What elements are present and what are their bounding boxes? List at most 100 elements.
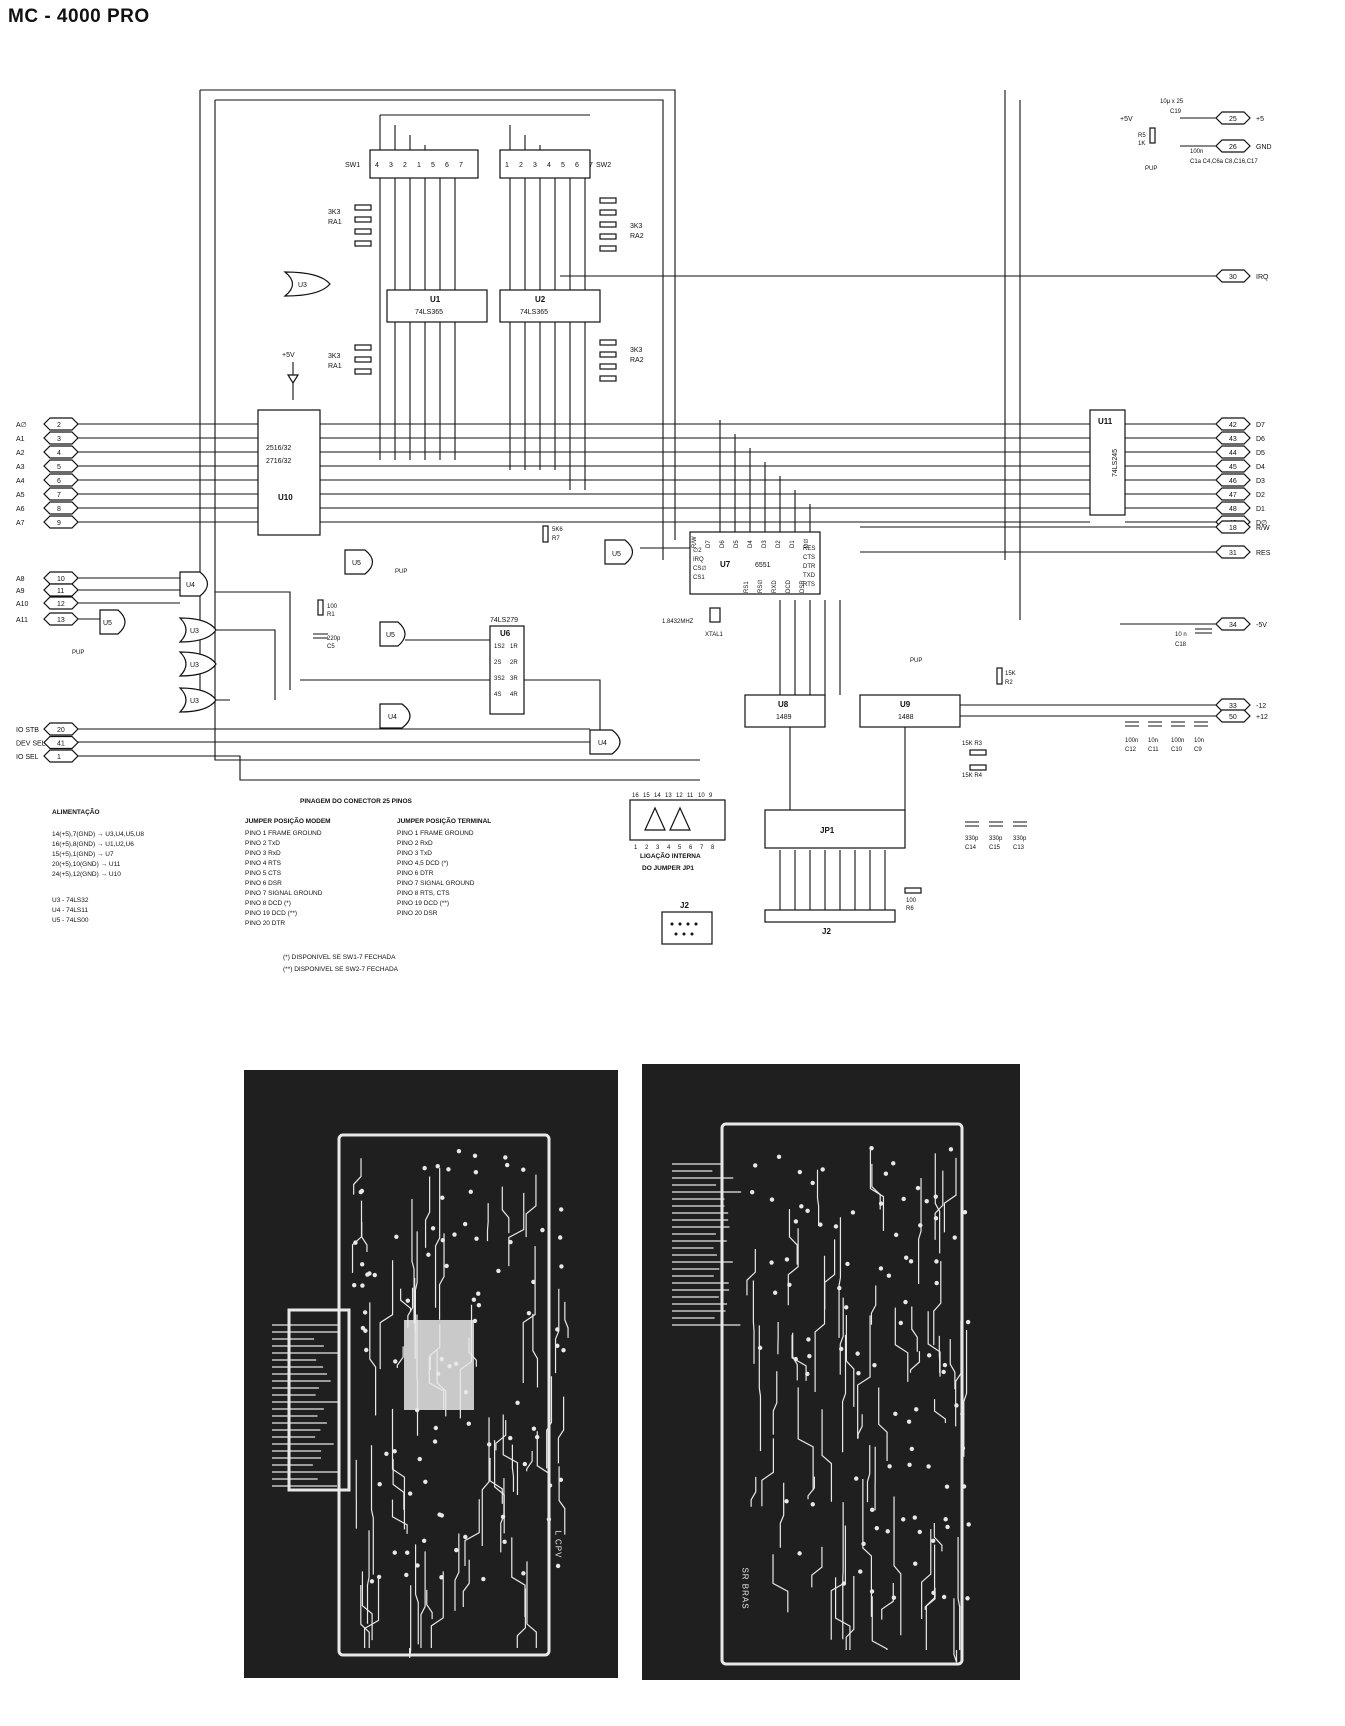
signal-34: 34-5V <box>1215 617 1267 631</box>
pcb-left-traces-pad-24 <box>546 1517 552 1522</box>
svg-text:100n: 100n <box>1190 149 1203 155</box>
alim-lines-line-4: 24(+5),12(GND) → U10 <box>52 871 121 878</box>
sw2-pins-pin-0: 1 <box>505 162 509 169</box>
jumper-jp1: JP1 <box>764 809 906 849</box>
pcb-right-traces-pad-10 <box>965 1319 971 1325</box>
pcb-right-traces-trace-39 <box>758 1325 762 1452</box>
pcb-component-traces <box>272 1133 569 1658</box>
data-output-5-label: D2 <box>1256 492 1265 499</box>
pcb-left-traces-trace-24 <box>414 1544 419 1645</box>
svg-text:74LS365: 74LS365 <box>415 309 443 316</box>
signal-31-pin: 31 <box>1229 550 1237 557</box>
sw1-pins-pin-0: 4 <box>375 162 379 169</box>
data-output-6-label: D1 <box>1256 506 1265 513</box>
chip-types-line-0: U3 - 74LS32 <box>52 897 89 904</box>
pcb-left-traces-trace-3 <box>481 1417 490 1547</box>
address-input-6: 8A6 <box>16 501 79 515</box>
svg-text:RA1: RA1 <box>328 219 342 226</box>
control-input-2-shape <box>43 749 79 763</box>
svg-text:U4: U4 <box>598 740 607 747</box>
pcb-left-traces-pad-56 <box>384 1451 389 1456</box>
pcb-right-traces-trace-58 <box>746 1248 756 1296</box>
pcb-left-traces-trace-59 <box>369 1302 377 1416</box>
alim-lines-line-3: 20(+5),10(GND) → U11 <box>52 861 121 868</box>
pcb-right-traces-trace-36 <box>824 1239 836 1310</box>
pcb-left-traces-pad-32 <box>405 1550 410 1555</box>
cap-bottom-val-3: 10n <box>1194 738 1204 744</box>
pcb-right-traces-pad-77 <box>872 1362 877 1368</box>
pcb-left-traces-pad-27 <box>522 1461 528 1467</box>
address-input-4: 6A4 <box>16 473 79 487</box>
data-output-1-shape <box>1215 431 1251 445</box>
pcb-right-traces-pad-16 <box>917 1529 922 1535</box>
terminal-lines-line-7: PINO 19 DCD (**) <box>397 900 450 907</box>
pcb-left-traces-trace-34 <box>546 1376 553 1469</box>
gate-u5-c: U5 <box>379 621 406 647</box>
address-input-1: 3A1 <box>16 431 79 445</box>
address-input-7-shape <box>43 515 79 529</box>
modem-header: JUMPER POSIÇÃO MODEM <box>245 818 331 825</box>
svg-text:U4: U4 <box>186 582 195 589</box>
pcb-left-traces-pad-62 <box>561 1348 566 1353</box>
footnote-2: (**) DISPONIVEL SE SW2-7 FECHADA <box>283 966 398 973</box>
signal-34-pin: 34 <box>1229 622 1237 629</box>
address-high-input-3-label: A11 <box>16 617 28 624</box>
pcb-left-traces-trace-36 <box>526 1450 533 1472</box>
pcb-right-traces-trace-10 <box>779 1482 785 1548</box>
u7-pin-bottom-1: RS∅ <box>757 579 764 593</box>
pcb-right-traces-trace-13 <box>943 1157 957 1233</box>
address-input-7-label: A7 <box>16 520 25 527</box>
address-input-3-shape <box>43 459 79 473</box>
pcb-left-traces-trace-26 <box>353 1158 362 1195</box>
signal-50-pin: 50 <box>1229 714 1237 721</box>
address-high-input-0-pin: 10 <box>57 576 65 583</box>
pcb-left-traces-trace-52 <box>420 1551 426 1648</box>
svg-text:1K: 1K <box>1138 141 1145 147</box>
u7-pin-bottom-2: RXD <box>772 580 778 593</box>
svg-text:U7: U7 <box>720 560 731 569</box>
pcb-right-traces-pad-60 <box>858 1569 863 1574</box>
cap-bottom-ref-0: C12 <box>1125 747 1137 753</box>
pcb-left-traces-pad-66 <box>504 1162 510 1168</box>
pcb-right-traces-trace-20 <box>857 1315 871 1439</box>
signal-34-shape <box>1215 617 1251 631</box>
data-output-4-pin: 46 <box>1229 478 1237 485</box>
control-input-0-label: IO STB <box>16 727 39 734</box>
pcb-left-traces-pad-30 <box>472 1153 478 1158</box>
sw2-pins-pin-6: 7 <box>589 162 593 169</box>
sw2-pins-pin-5: 6 <box>575 162 579 169</box>
signal-30-pin: 30 <box>1229 274 1237 281</box>
pcb-left-traces-pad-87 <box>481 1576 486 1582</box>
pcb-left-traces-pad-65 <box>432 1439 438 1444</box>
pcb-left-traces-pad-4 <box>502 1539 507 1544</box>
svg-text:15K R3: 15K R3 <box>962 741 983 747</box>
gate-u4-b: U4 <box>379 703 411 729</box>
terminal-lines-line-5: PINO 7 SIGNAL GROUND <box>397 880 475 887</box>
data-output-3-pin: 45 <box>1229 464 1237 471</box>
u7-pin-left-0: ∅2 <box>693 547 702 554</box>
u7-pin-bottom-4: DSR <box>800 580 806 593</box>
control-input-1-pin: 41 <box>57 741 65 748</box>
pcb-right-traces-pad-7 <box>805 1208 810 1213</box>
u7-pin-left-2: CS∅ <box>693 565 707 572</box>
svg-text:3K3: 3K3 <box>630 347 643 354</box>
pcb-right-traces-trace-31 <box>870 1285 877 1325</box>
alim-lines-line-1: 16(+5),8(GND) → U1,U2,U6 <box>52 841 134 848</box>
cap-jp-val-1: 330p <box>989 836 1003 842</box>
address-input-5-shape <box>43 487 79 501</box>
jp-top-pin-4: 12 <box>676 793 683 799</box>
svg-text:J2: J2 <box>822 927 831 936</box>
pcb-left-traces-pad-17 <box>466 1421 471 1426</box>
jp-top-pin-3: 13 <box>665 793 672 799</box>
pcb-right-traces-pad-36 <box>908 1259 914 1264</box>
pcb-right-traces-pad-74 <box>926 1464 931 1469</box>
